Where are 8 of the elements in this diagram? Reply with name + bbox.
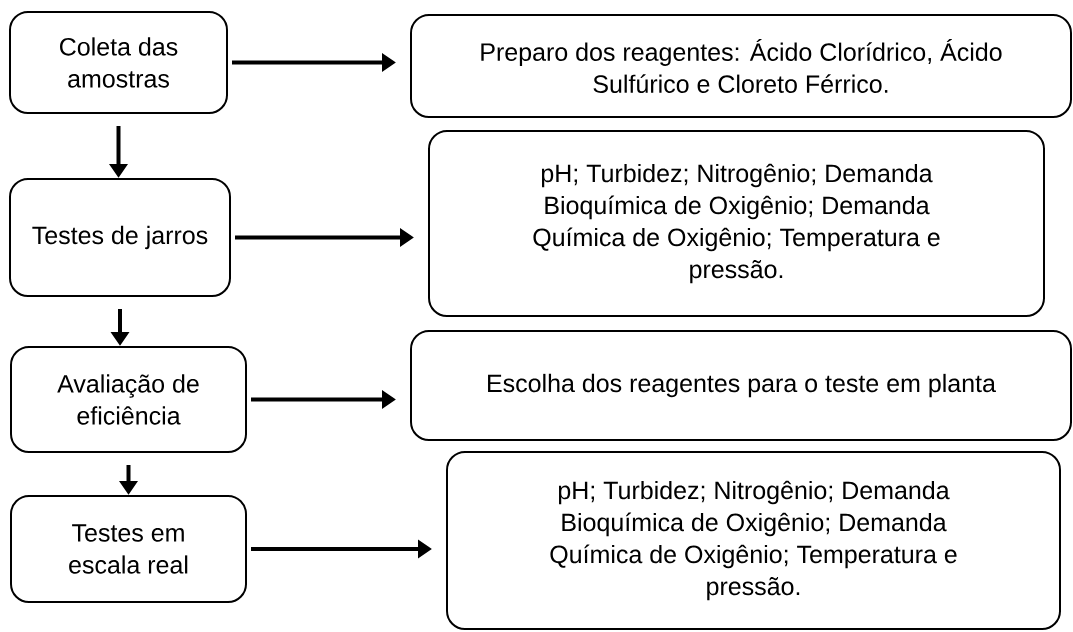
process-box: Escolha dos reagentes para o teste em planta	[410, 330, 1072, 441]
process-box: Testes de jarros	[9, 178, 231, 297]
process-box: Testes em escala real	[10, 495, 247, 603]
process-box: Preparo dos reagentes: Ácido Clorídrico, Ácido Sulfúrico e Cloreto Férrico.	[410, 14, 1072, 118]
process-box: Coleta das amostras	[9, 11, 228, 114]
process-box: pH; Turbidez; Nitrogênio; Demanda Bioquímica de Oxigênio; Demanda Química de Oxigênio; Temperatura e pressão.	[428, 130, 1045, 317]
process-box: Avaliação de eficiência	[10, 346, 247, 453]
process-box: pH; Turbidez; Nitrogênio; Demanda Bioquímica de Oxigênio; Demanda Química de Oxigênio; Temperatura e pressão.	[446, 451, 1061, 630]
